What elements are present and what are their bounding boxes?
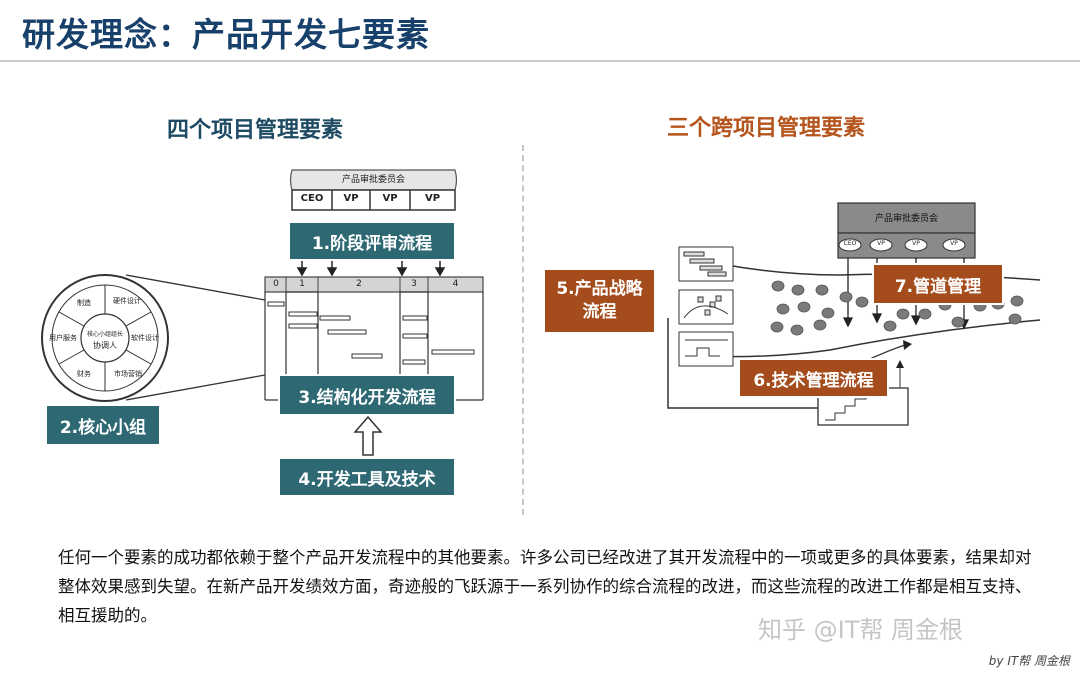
element-1-phase-review: 1.阶段评审流程	[288, 221, 456, 261]
phase-label-4: 4	[452, 279, 459, 289]
right-section-heading: 三个跨项目管理要素	[667, 116, 866, 141]
right-role-vp-2: VP	[912, 240, 920, 247]
phase-label-2: 2	[356, 279, 362, 289]
right-committee-name: 产品审批委员会	[874, 214, 938, 224]
tech-process-path	[667, 318, 818, 409]
phase-label-3: 3	[411, 279, 417, 289]
element-2-core-team: 2.核心小组	[45, 404, 161, 446]
pipeline-dots	[770, 280, 1024, 336]
core-team-coordinator: 协调人	[93, 341, 117, 350]
left-role-vp-3: VP	[424, 193, 441, 204]
right-role-vp-1: VP	[877, 240, 885, 247]
right-role-vp-3: VP	[950, 240, 958, 247]
watermark: 知乎 @IT帮 周金根	[758, 616, 963, 644]
ring-software: 软件设计	[131, 334, 159, 342]
strategy-thumbnails	[678, 246, 734, 367]
core-team-center	[80, 313, 130, 363]
left-section-heading: 四个项目管理要素	[167, 118, 344, 143]
element-7-pipeline: 7.管道管理	[872, 263, 1004, 305]
up-arrow-icon	[353, 415, 383, 456]
element-6-tech-management: 6.技术管理流程	[738, 358, 889, 398]
ring-marketing: 市场营销	[114, 370, 142, 378]
element-5-product-strategy: 5.产品战略流程	[543, 268, 656, 334]
title-divider	[0, 60, 1080, 62]
page-title: 研发理念：产品开发七要素	[22, 15, 430, 54]
element-4-tools: 4.开发工具及技术	[278, 457, 456, 497]
section-divider	[522, 145, 524, 515]
left-committee-name: 产品审批委员会	[341, 175, 405, 185]
ring-user-service: 用户服务	[49, 334, 77, 342]
gantt-bars	[267, 301, 475, 365]
left-role-vp-1: VP	[343, 193, 359, 204]
left-role-ceo: CEO	[300, 193, 324, 204]
ring-hardware: 硬件设计	[113, 297, 141, 305]
phase-label-1: 1	[299, 279, 305, 289]
ring-finance: 财务	[77, 370, 91, 378]
right-role-ceo: CEO	[843, 240, 857, 247]
pipeline-bottom-curve	[679, 319, 1041, 358]
element-3-structured-process: 3.结构化开发流程	[278, 374, 456, 416]
body-paragraph: 任何一个要素的成功都依赖于整个产品开发流程中的其他要素。许多公司已经改进了其开发…	[58, 548, 1032, 625]
ring-manufacturing: 制造	[77, 299, 91, 307]
phase-label-0: 0	[273, 279, 279, 289]
core-team-leader: 核心小组组长	[86, 331, 123, 338]
right-committee-header	[837, 202, 976, 234]
left-role-vp-2: VP	[382, 193, 398, 204]
credit: by IT帮 周金根	[988, 654, 1070, 668]
